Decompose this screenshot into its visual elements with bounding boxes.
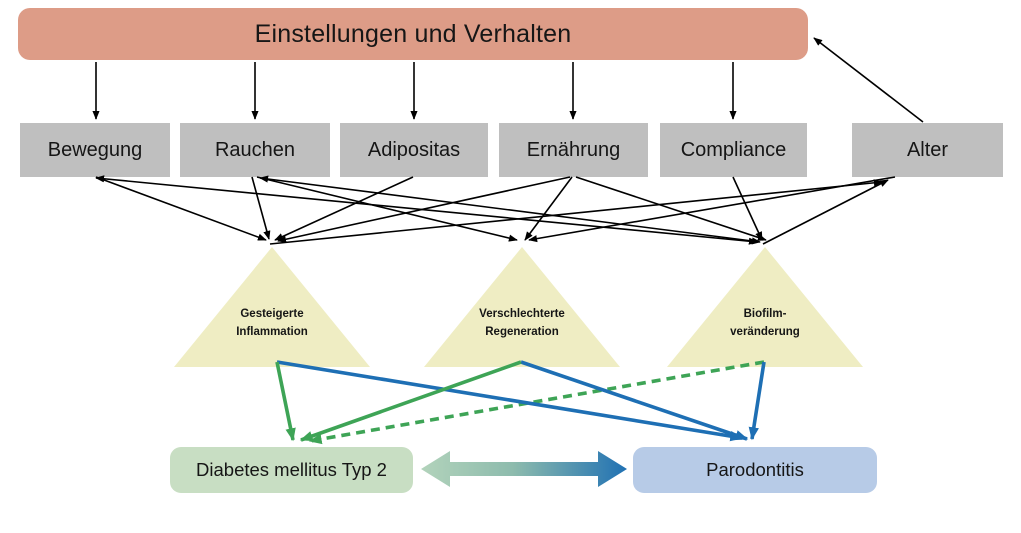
web-line	[575, 176, 767, 241]
factor-label: Rauchen	[214, 138, 296, 161]
web-line	[269, 179, 883, 245]
factor-mechanism-web	[95, 175, 896, 245]
factor-box-ernaehrung: Ernährung	[499, 123, 648, 177]
web-line	[274, 176, 414, 241]
title-box: Einstellungen und Verhalten	[18, 8, 808, 60]
factor-box-adipositas: Adipositas	[340, 123, 488, 177]
web-line	[762, 179, 889, 245]
connector-regeneration-parodontitis	[520, 360, 749, 441]
web-line	[524, 176, 573, 241]
diagram-title: Einstellungen und Verhalten	[254, 19, 572, 48]
mechanism-line: veränderung	[730, 325, 800, 338]
mechanism-line: Biofilm-	[743, 308, 787, 320]
outcome-label-parodontitis: Parodontitis	[706, 459, 804, 480]
factor-box-alter: Alter	[852, 123, 1003, 177]
mechanism-line: Inflammation	[236, 325, 308, 338]
factor-box-compliance: Compliance	[660, 123, 807, 177]
connector-biofilm-parodontitis	[748, 361, 766, 441]
factor-label: Bewegung	[47, 138, 143, 161]
outcome-box-diabetes: Diabetes mellitus Typ 2	[170, 447, 413, 493]
web-line	[528, 176, 896, 243]
web-line	[259, 175, 761, 245]
mechanism-outcome-connectors	[275, 360, 766, 445]
mechanism-line: Gesteigerte	[240, 308, 304, 320]
mechanism-label-biofilm: Biofilm- veränderung	[690, 306, 840, 342]
web-line	[732, 176, 763, 241]
outcome-label-diabetes: Diabetes mellitus Typ 2	[196, 459, 387, 480]
factor-box-rauchen: Rauchen	[180, 123, 330, 177]
factor-box-bewegung: Bewegung	[20, 123, 170, 177]
web-line	[95, 176, 267, 241]
factor-label: Alter	[906, 138, 949, 161]
mechanism-line: Regeneration	[485, 325, 559, 338]
factor-label: Ernährung	[526, 138, 621, 161]
mechanism-label-regeneration: Verschlechterte Regeneration	[447, 306, 597, 342]
connector-regeneration-diabetes	[299, 360, 522, 442]
connector-inflammation-diabetes	[275, 361, 296, 442]
title-to-factor-arrows	[92, 62, 737, 120]
web-line	[277, 176, 571, 243]
web-line	[251, 176, 271, 240]
outcome-box-parodontitis: Parodontitis	[633, 447, 877, 493]
web-line	[256, 176, 518, 242]
mechanism-label-inflammation: Gesteigerte Inflammation	[197, 306, 347, 342]
web-line	[95, 175, 758, 245]
arrow-alter-to-title	[813, 37, 924, 123]
factor-label: Adipositas	[367, 138, 461, 161]
connector-biofilm-diabetes-dashed	[308, 360, 765, 445]
connector-inflammation-parodontitis	[276, 360, 744, 442]
mechanism-line: Verschlechterte	[479, 308, 565, 320]
bidirectional-gradient-arrow	[421, 451, 627, 487]
factor-label: Compliance	[680, 138, 787, 161]
